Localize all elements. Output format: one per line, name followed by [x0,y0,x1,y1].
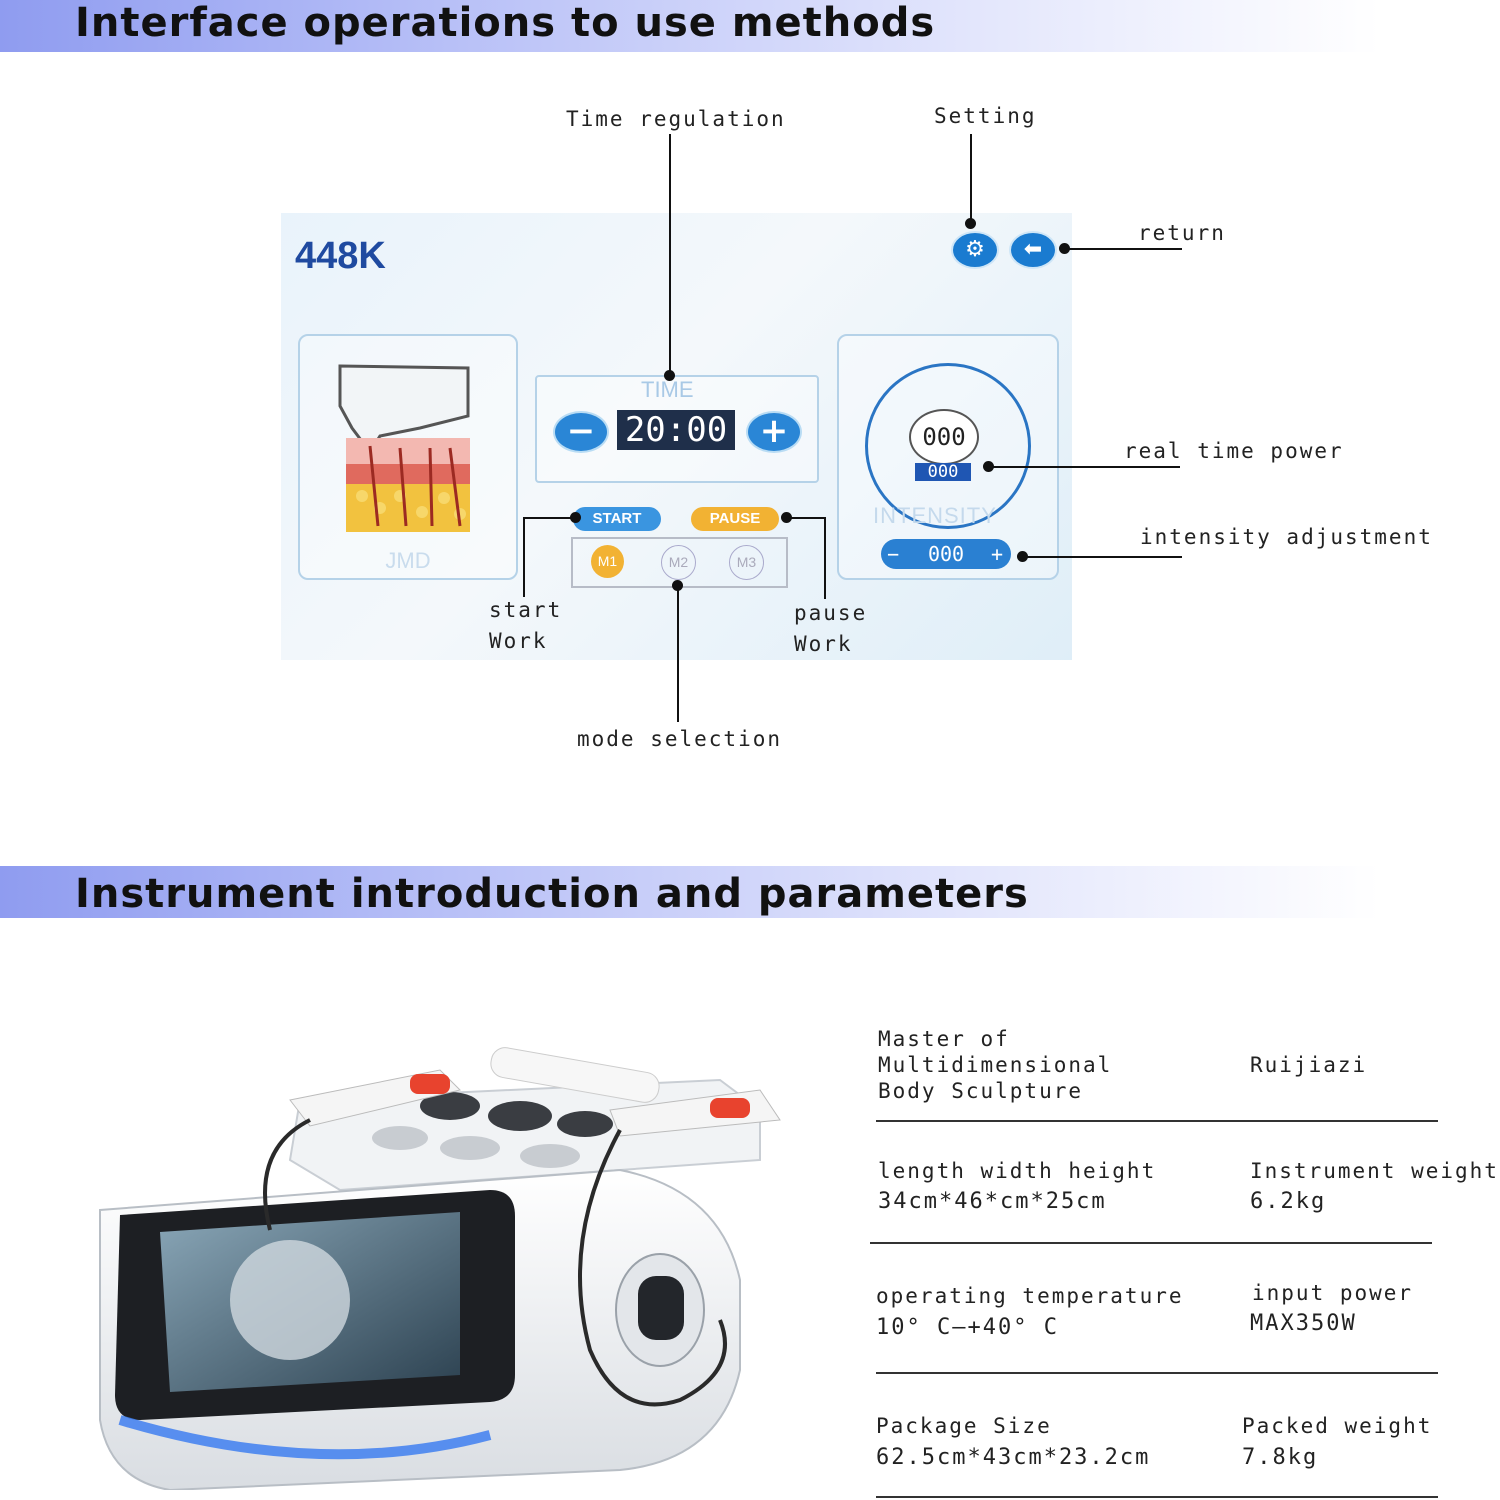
param-dimensions-value: 34cm*46*cm*25cm [878,1189,1107,1214]
leader-intensity [1022,556,1182,558]
gear-icon: ⚙ [965,237,985,262]
leader-power [988,466,1180,468]
divider [876,1372,1438,1374]
time-display: 20:00 [617,410,735,450]
device-screen: 448K ⚙ ⬅ JMD TIME − 20:00 + START PAUSE … [281,213,1072,660]
time-increase-button[interactable]: + [746,411,802,453]
leader-setting [970,134,972,224]
param-package-label: Package Size [876,1414,1052,1438]
intensity-value: 000 [927,542,965,566]
device-product-image [99,1047,781,1490]
leader-dot-start [570,512,581,523]
param-power-label: input power [1252,1281,1414,1305]
leader-start-h [523,517,575,519]
divider [876,1120,1438,1122]
param-dimensions-label: length width height [878,1159,1157,1183]
param-temperature-value: 10° C—+40° C [876,1315,1059,1340]
callout-start-work: start Work [489,598,563,653]
mode-selector: M1 M2 M3 [571,537,788,588]
callout-return: return [1138,221,1226,245]
callout-time-regulation: Time regulation [566,107,786,131]
leader-time [669,134,671,374]
param-brand: Ruijiazi [1250,1053,1368,1077]
gauge-value: 000 [909,409,979,465]
section-title-interface: Interface operations to use methods [75,0,936,46]
param-power-value: MAX350W [1250,1311,1357,1336]
divider [876,1496,1438,1498]
leader-dot-return [1059,243,1070,254]
setting-button[interactable]: ⚙ [951,231,999,269]
callout-pause-work: pause Work [794,601,868,656]
time-label: TIME [641,377,694,402]
start-button[interactable]: START [573,507,661,531]
mode-m1-button[interactable]: M1 [591,545,624,578]
leader-return [1064,248,1182,250]
param-weight-label: Instrument weight [1250,1159,1499,1183]
callout-mode-selection: mode selection [577,727,783,751]
leader-dot-intensity [1017,551,1028,562]
leader-start-v [523,517,525,597]
divider [870,1242,1432,1244]
model-name: 448K [295,235,386,277]
leader-mode [677,584,679,722]
leader-dot-time [664,370,675,381]
intensity-control: − 000 + [881,539,1011,569]
callout-setting: Setting [934,104,1037,128]
section-header-band [0,866,1500,918]
applicator-caption: JMD [385,548,431,573]
mode-m3-button[interactable]: M3 [729,545,764,580]
power-gauge [865,363,1031,529]
pause-button[interactable]: PAUSE [691,507,779,531]
leader-dot-pause [781,512,792,523]
return-button[interactable]: ⬅ [1009,231,1057,269]
param-packed-weight-value: 7.8kg [1242,1445,1319,1470]
section-header-band [0,0,1500,52]
leader-dot-power [983,461,994,472]
applicator-illustration [338,364,470,532]
intensity-increase-button[interactable]: + [990,542,1003,566]
callout-real-time-power: real time power [1124,439,1344,463]
mode-m2-button[interactable]: M2 [661,545,696,580]
leader-pause-v [824,517,826,599]
param-temperature-label: operating temperature [876,1284,1184,1308]
applicator-panel: JMD [298,334,518,580]
param-weight-value: 6.2kg [1250,1189,1327,1214]
leader-dot-mode [672,580,683,591]
realtime-power-display: 000 [915,463,971,481]
param-packed-weight-label: Packed weight [1242,1414,1433,1438]
callout-intensity-adjustment: intensity adjustment [1140,525,1433,549]
leader-pause-h [786,517,826,519]
param-product-name: Master of Multidimensional Body Sculptur… [878,1027,1113,1103]
intensity-decrease-button[interactable]: − [887,542,900,566]
time-decrease-button[interactable]: − [553,411,609,453]
intensity-label: INTENSITY [873,503,997,528]
leader-dot-setting [965,218,976,229]
section-title-instrument: Instrument introduction and parameters [75,871,1029,917]
arrow-left-icon: ⬅ [1023,237,1043,262]
param-package-value: 62.5cm*43cm*23.2cm [876,1445,1151,1470]
